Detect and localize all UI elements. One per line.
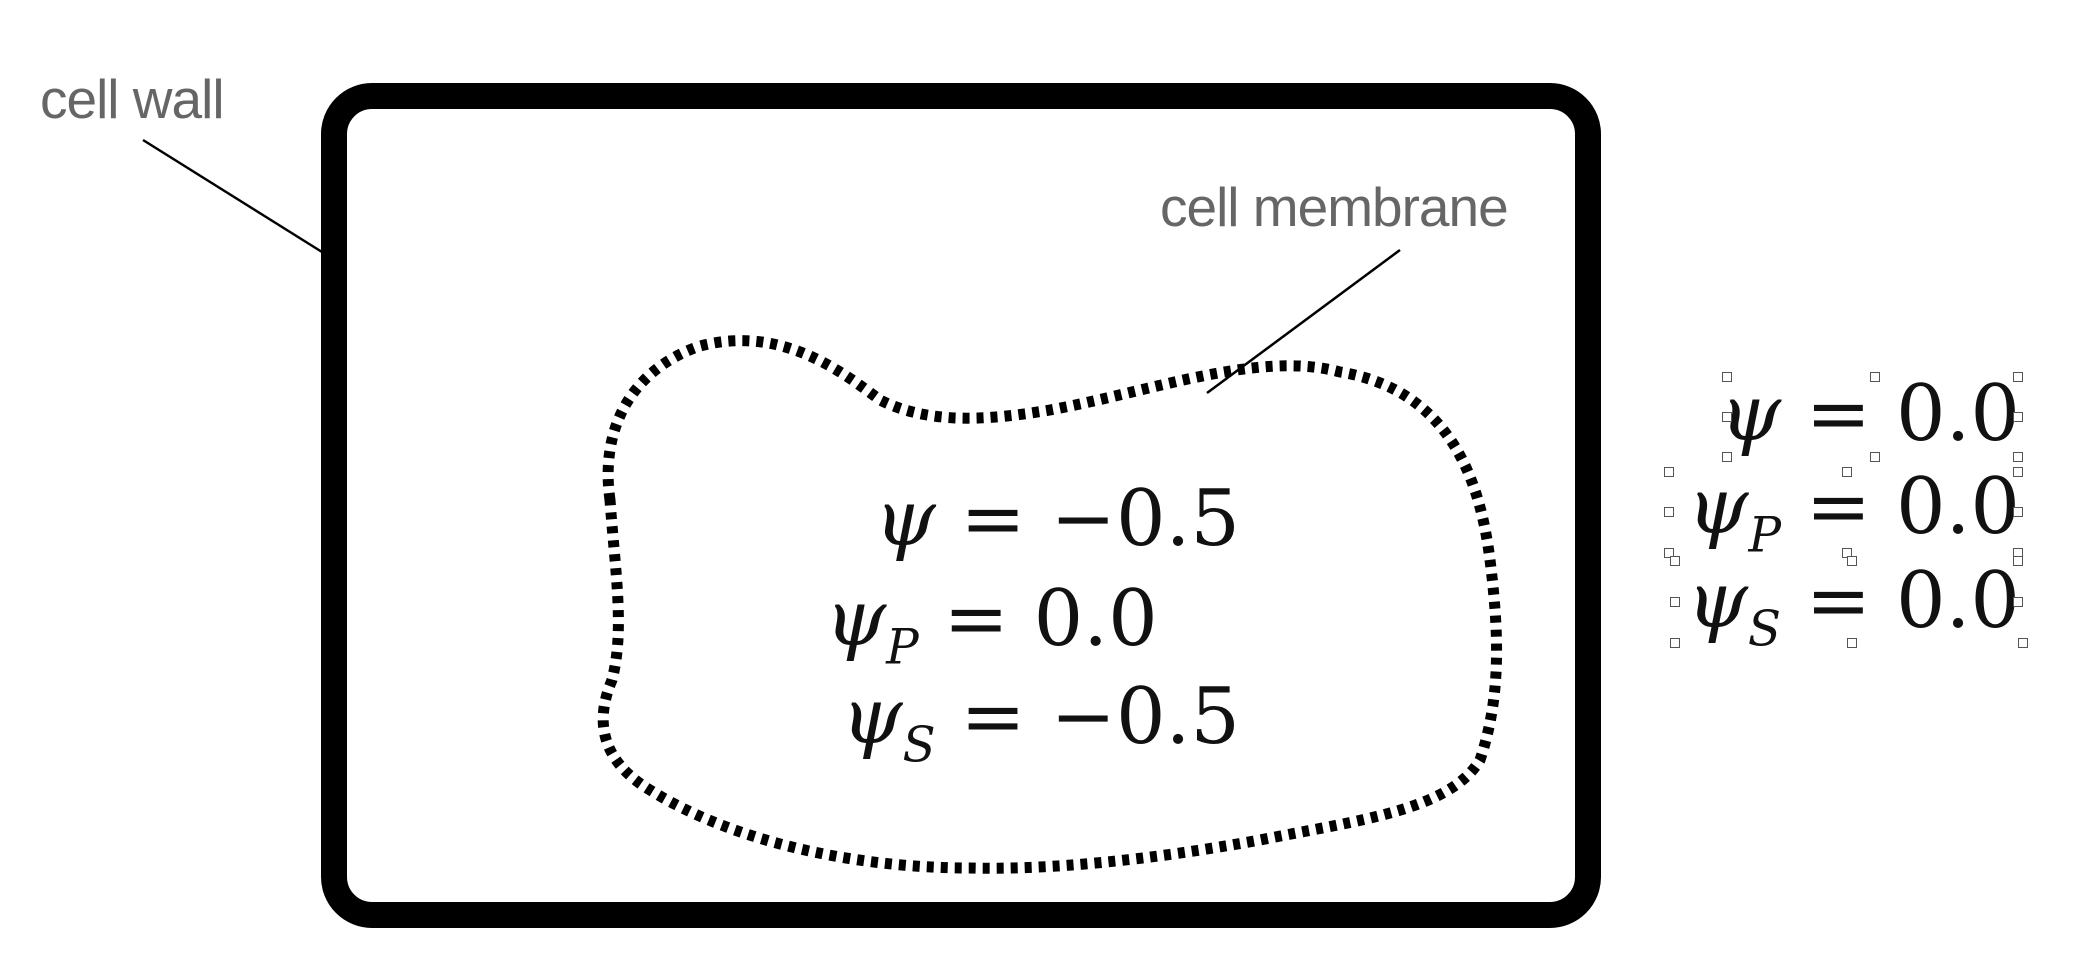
selection-handle[interactable] [2013,597,2023,607]
selection-handle[interactable] [2018,638,2028,648]
psi-s-value: = −0.5 [935,672,1240,762]
selection-handle[interactable] [1670,597,1680,607]
selection-handle[interactable] [1722,412,1732,422]
selection-handle[interactable] [2013,467,2023,477]
selection-handle[interactable] [2013,412,2023,422]
selection-handle[interactable] [1870,452,1880,462]
selection-handle[interactable] [1722,452,1732,462]
selection-handle[interactable] [1670,638,1680,648]
psi-value: = 0.0 [1781,369,2020,459]
psi-s-value: = 0.0 [1781,556,2020,646]
selection-handle[interactable] [1664,548,1674,558]
psi-p-subscript: P [1748,507,1781,564]
inside-psi-s-equation: ψS = −0.5 [540,678,1240,770]
selection-handle[interactable] [1670,556,1680,566]
selection-handle[interactable] [2013,507,2023,517]
selection-handle[interactable] [1722,372,1732,382]
psi-value: = −0.5 [935,474,1240,564]
cell-wall-label: cell wall [40,68,225,130]
selection-handle[interactable] [1870,372,1880,382]
outside-psi-s-equation: ψS = 0.0 [1420,562,2020,654]
psi-p-value: = 0.0 [918,574,1158,664]
cell-membrane-label: cell membrane [1160,176,1509,238]
selection-handle[interactable] [1664,467,1674,477]
psi-s-subscript: S [902,717,936,774]
psi-s-symbol: ψ [841,672,903,762]
inside-psi-p-equation: ψP = 0.0 [540,580,1240,672]
psi-p-subscript: P [886,619,919,676]
inside-psi-equation: ψ = −0.5 [540,480,1240,572]
selection-handle[interactable] [1664,507,1674,517]
outside-psi-equation: ψ = 0.0 [1420,375,2020,467]
psi-p-value: = 0.0 [1781,462,2020,552]
cell-wall-shape [321,83,1601,928]
selection-handle[interactable] [1847,556,1857,566]
selection-handle[interactable] [2013,372,2023,382]
selection-handle[interactable] [1847,638,1857,648]
cell-membrane-leader [1206,248,1401,395]
cell-wall-leader [142,138,323,254]
psi-p-symbol: ψ [825,574,887,664]
selection-handle[interactable] [2013,556,2023,566]
selection-handle[interactable] [1842,467,1852,477]
psi-p-symbol: ψ [1687,462,1749,552]
psi-symbol: ψ [874,474,936,564]
selection-handle[interactable] [2013,452,2023,462]
psi-s-symbol: ψ [1686,556,1748,646]
psi-s-subscript: S [1747,601,1781,658]
outside-psi-p-equation: ψP = 0.0 [1420,468,2020,560]
